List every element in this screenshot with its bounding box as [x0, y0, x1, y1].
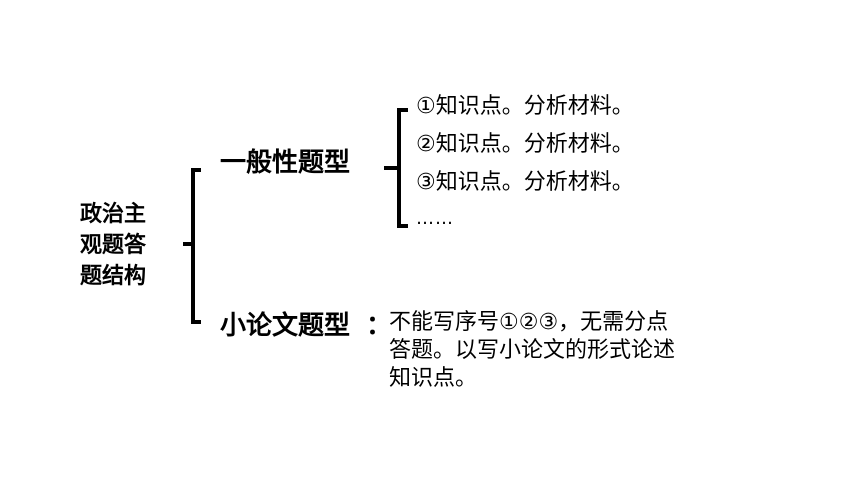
branch-colon: ： — [366, 311, 393, 341]
root-line: 观题答 — [80, 233, 147, 258]
leaf-item: ②知识点。分析材料。 — [416, 132, 634, 157]
root-line: 政治主 — [80, 202, 147, 227]
main-bracket — [191, 168, 201, 324]
description-line: 答题。以写小论文的形式论述 — [389, 338, 676, 363]
root-line: 题结构 — [80, 264, 147, 289]
sub-bracket — [397, 108, 408, 228]
branch-title-essay: 小论文题型 — [220, 311, 351, 341]
root-node: 政治主 观题答 题结构 — [80, 199, 164, 292]
description-line: 不能写序号①②③，无需分点 — [389, 310, 669, 335]
essay-description: 不能写序号①②③，无需分点 答题。以写小论文的形式论述 知识点。 — [389, 309, 729, 393]
description-line: 知识点。 — [389, 366, 478, 391]
branch-title-general: 一般性题型 — [220, 148, 351, 178]
leaf-ellipsis: …… — [416, 208, 454, 229]
leaf-item: ①知识点。分析材料。 — [416, 94, 634, 119]
leaf-item: ③知识点。分析材料。 — [416, 170, 634, 195]
